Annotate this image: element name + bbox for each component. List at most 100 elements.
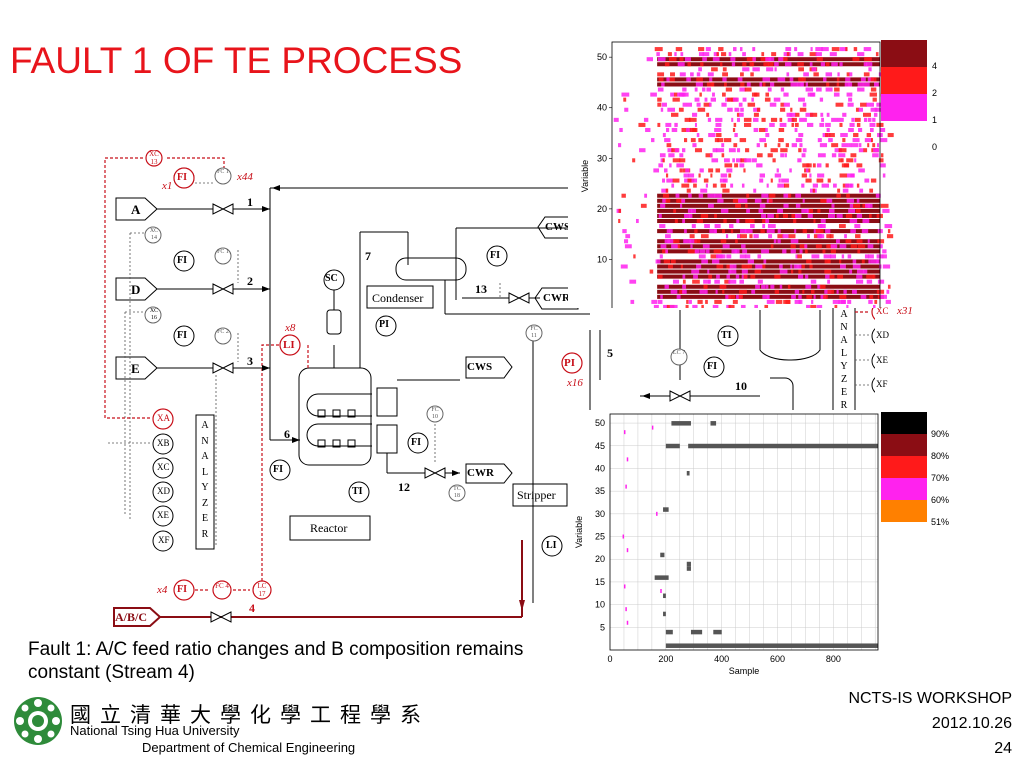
heat-cell bbox=[870, 178, 877, 183]
heat-cell bbox=[841, 158, 844, 163]
heat-cell bbox=[837, 117, 844, 122]
heat-cell bbox=[842, 138, 846, 143]
lc17-label: LC 17 bbox=[257, 582, 267, 598]
heat-cell bbox=[761, 117, 766, 122]
heat-segment bbox=[671, 421, 691, 426]
heat-cell bbox=[790, 107, 793, 112]
heat-cell bbox=[798, 299, 803, 304]
heat-cell bbox=[857, 52, 865, 57]
heat-cell bbox=[866, 274, 874, 279]
y-tick-label: 40 bbox=[595, 463, 605, 473]
heat-cell bbox=[799, 107, 807, 112]
heat-cell bbox=[802, 148, 807, 153]
feed-abc-label: A/B/C bbox=[115, 610, 148, 624]
heat-cell bbox=[867, 254, 874, 259]
heat-cell bbox=[868, 299, 873, 304]
heat-cell bbox=[619, 127, 623, 133]
heat-cell bbox=[674, 52, 677, 57]
heat-cell bbox=[625, 484, 627, 489]
heat-cell bbox=[809, 173, 812, 178]
heat-cell bbox=[850, 173, 855, 178]
heat-band bbox=[657, 193, 880, 198]
heat-cell bbox=[777, 234, 784, 239]
heat-cell bbox=[717, 138, 724, 143]
heat-cell bbox=[809, 112, 818, 117]
heat-cell bbox=[847, 254, 852, 259]
heat-segment bbox=[665, 629, 673, 635]
heat-cell bbox=[876, 143, 879, 148]
heat-cell bbox=[856, 213, 863, 218]
heat-cell bbox=[845, 183, 853, 188]
heat-cell bbox=[770, 284, 775, 289]
heat-cell bbox=[760, 57, 769, 62]
heat-cell bbox=[764, 143, 767, 148]
heat-cell bbox=[819, 97, 824, 102]
fi-label: FI bbox=[490, 250, 500, 261]
heat-cell bbox=[794, 289, 800, 294]
heat-cell bbox=[710, 254, 719, 259]
heat-cell bbox=[866, 133, 872, 138]
heat-cell bbox=[684, 57, 691, 62]
heat-cell bbox=[707, 193, 716, 198]
heat-cell bbox=[838, 148, 847, 153]
heat-cell bbox=[707, 72, 714, 77]
heat-cell bbox=[757, 254, 762, 259]
heat-cell bbox=[732, 299, 738, 304]
heat-cell bbox=[812, 163, 816, 168]
heat-cell bbox=[613, 117, 619, 122]
heat-cell bbox=[786, 72, 790, 77]
heat-cell bbox=[756, 107, 761, 112]
heat-cell bbox=[767, 224, 776, 229]
heat-cell bbox=[710, 173, 713, 178]
heat-cell bbox=[714, 279, 720, 284]
heat-cell bbox=[795, 254, 799, 259]
heat-cell bbox=[841, 254, 845, 259]
heat-cell bbox=[679, 158, 686, 163]
heat-cell bbox=[771, 52, 777, 57]
fc2-label: FC 2 bbox=[217, 329, 229, 335]
li-red-label: LI bbox=[283, 339, 295, 351]
heat-cell bbox=[852, 57, 860, 62]
heat-cell bbox=[754, 198, 762, 203]
heat-cell bbox=[651, 299, 658, 304]
heat-cell bbox=[697, 107, 706, 112]
heat-cell bbox=[738, 102, 743, 107]
heat-segment bbox=[713, 629, 722, 635]
cws-label: CWS bbox=[467, 361, 493, 373]
heat-cell bbox=[749, 62, 753, 67]
heat-cell bbox=[682, 148, 686, 153]
heat-cell bbox=[797, 62, 804, 67]
stream-10-label: 10 bbox=[735, 379, 747, 393]
heat-cell bbox=[867, 143, 870, 148]
heat-cell bbox=[654, 47, 663, 52]
heat-cell bbox=[696, 133, 700, 138]
heat-cell bbox=[762, 218, 767, 224]
analyzer-right-xe: XE bbox=[876, 355, 888, 365]
heat-cell bbox=[658, 163, 663, 168]
heat-cell bbox=[882, 249, 887, 254]
heat-cell bbox=[785, 299, 791, 304]
heat-cell bbox=[622, 534, 625, 539]
university-name-en: National Tsing Hua University bbox=[70, 723, 240, 738]
heat-cell bbox=[867, 203, 873, 208]
heat-cell bbox=[690, 244, 693, 249]
heat-cell bbox=[849, 183, 854, 188]
heat-cell bbox=[684, 138, 688, 143]
heat-cell bbox=[712, 183, 717, 188]
heat-cell bbox=[665, 249, 668, 254]
heat-cell bbox=[768, 193, 776, 198]
heat-cell bbox=[694, 87, 698, 92]
heat-cell bbox=[699, 249, 706, 254]
heat-cell bbox=[798, 77, 804, 82]
heat-cell bbox=[868, 259, 871, 264]
heat-cell bbox=[715, 117, 723, 122]
heat-cell bbox=[714, 299, 722, 304]
heat-cell bbox=[797, 52, 804, 57]
heat-cell bbox=[675, 193, 680, 198]
heat-cell bbox=[823, 77, 827, 82]
heat-cell bbox=[802, 229, 807, 234]
legend-label: 90% bbox=[931, 429, 949, 439]
heat-cell bbox=[815, 52, 822, 57]
stream-13-label: 13 bbox=[475, 282, 487, 296]
